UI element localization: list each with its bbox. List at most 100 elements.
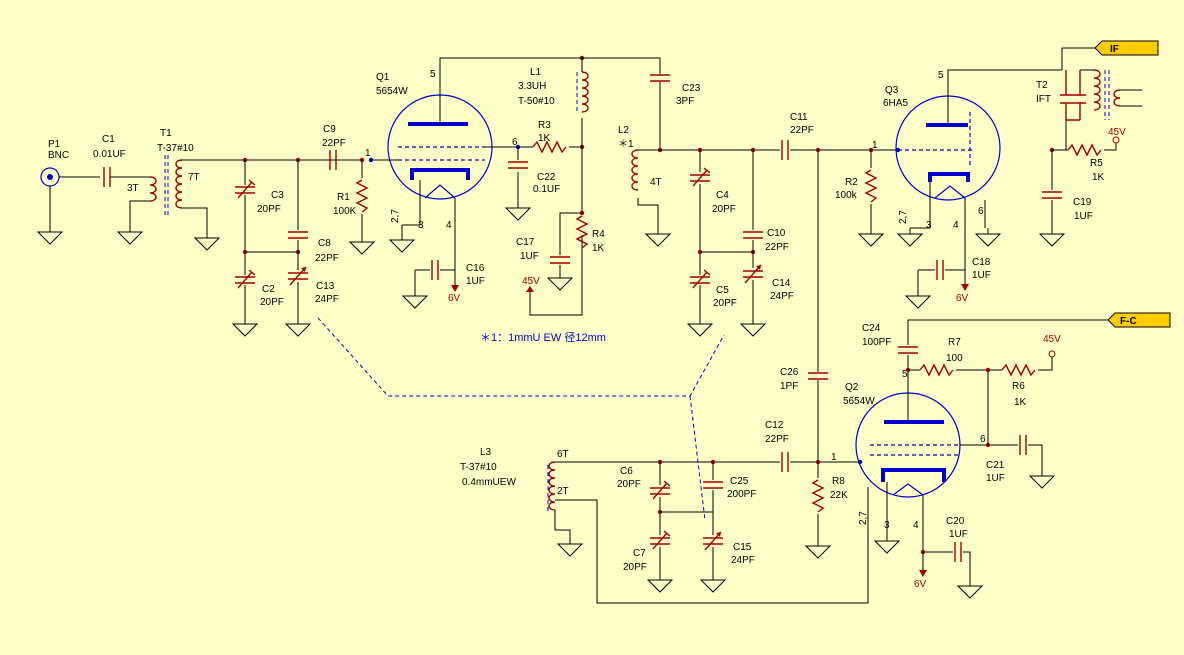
- svg-text:1K: 1K: [538, 133, 551, 144]
- svg-text:1: 1: [872, 140, 878, 151]
- svg-text:1PF: 1PF: [780, 381, 798, 392]
- svg-text:100k: 100k: [835, 190, 858, 201]
- svg-text:F-C: F-C: [1120, 316, 1137, 327]
- svg-text:C11: C11: [790, 112, 808, 123]
- p1-type: BNC: [48, 150, 69, 161]
- r1: R1 100K: [333, 157, 375, 255]
- svg-text:22PF: 22PF: [315, 253, 339, 264]
- svg-text:100K: 100K: [333, 206, 357, 217]
- r2: R2 100k: [835, 147, 884, 247]
- svg-text:Q3: Q3: [885, 85, 899, 96]
- svg-text:1UF: 1UF: [972, 270, 991, 281]
- svg-text:Q2: Q2: [845, 382, 859, 393]
- c24-r7-r6: 45V C24 100PF R7 100 R6 1K: [862, 319, 1108, 445]
- svg-text:2,7: 2,7: [898, 210, 909, 224]
- fc-tag: F-C: [1107, 312, 1171, 328]
- svg-text:200PF: 200PF: [727, 489, 756, 500]
- svg-text:1K: 1K: [592, 243, 605, 254]
- r8: R8 22K: [805, 462, 848, 559]
- svg-text:C7: C7: [633, 548, 646, 559]
- l2-tank: L2 ＊1 4T C4 20PF C5 20PF C10 22PF C14 24…: [618, 125, 898, 337]
- svg-text:C12: C12: [765, 420, 784, 431]
- svg-text:1K: 1K: [1014, 397, 1027, 408]
- svg-text:C21: C21: [986, 460, 1005, 471]
- svg-text:C20: C20: [946, 516, 965, 527]
- svg-text:R3: R3: [538, 120, 551, 131]
- svg-text:1: 1: [831, 452, 837, 463]
- svg-text:R1: R1: [337, 192, 350, 203]
- svg-text:0.1UF: 0.1UF: [533, 184, 560, 195]
- svg-text:22PF: 22PF: [765, 242, 789, 253]
- svg-text:4T: 4T: [650, 177, 662, 188]
- svg-text:C23: C23: [682, 83, 701, 94]
- r5-c19: 45V R5 1K C19 1UF: [1039, 127, 1126, 247]
- l1: 45V L1 3.3UH T-50#10 R4 1K C17 1UF: [516, 55, 605, 316]
- svg-text:R5: R5: [1090, 158, 1103, 169]
- svg-text:2,7: 2,7: [390, 209, 401, 223]
- svg-text:5654W: 5654W: [376, 86, 408, 97]
- input-tank: C3 20PF C2 20PF C8 22PF C13 24PF: [232, 157, 339, 337]
- c18: 6V C18 1UF: [905, 257, 991, 309]
- tube-q2: 5 1 6 2,7 3 4 Q2 5654W: [831, 369, 1018, 554]
- svg-text:C5: C5: [716, 285, 729, 296]
- svg-text:6: 6: [512, 137, 518, 148]
- if-tag: IF: [1094, 40, 1159, 56]
- svg-text:3T: 3T: [127, 183, 139, 194]
- c21: C21 1UF: [985, 434, 1055, 489]
- svg-text:T-37#10: T-37#10: [157, 143, 194, 154]
- svg-text:6T: 6T: [557, 449, 569, 460]
- svg-text:20PF: 20PF: [712, 204, 736, 215]
- svg-text:R4: R4: [592, 229, 605, 240]
- svg-text:L2: L2: [618, 125, 630, 136]
- svg-text:20PF: 20PF: [617, 479, 641, 490]
- svg-text:C1: C1: [102, 134, 115, 145]
- svg-text:C17: C17: [516, 237, 535, 248]
- svg-text:C25: C25: [730, 476, 749, 487]
- svg-text:3.3UH: 3.3UH: [518, 81, 546, 92]
- svg-text:22K: 22K: [830, 490, 848, 501]
- svg-text:6HA5: 6HA5: [883, 98, 908, 109]
- svg-text:22PF: 22PF: [765, 434, 789, 445]
- coil-note: ＊1：1mmU EW 径12mm: [480, 331, 606, 344]
- svg-text:24PF: 24PF: [770, 291, 794, 302]
- l3-transformer: L3 T-37#10 0.4mmUEW 6T 2T: [460, 447, 869, 604]
- svg-text:3PF: 3PF: [676, 96, 694, 107]
- svg-text:1: 1: [365, 148, 371, 159]
- bnc-connector-p1: P1 BNC: [37, 139, 100, 245]
- svg-text:＊1: ＊1: [618, 139, 634, 150]
- svg-text:22PF: 22PF: [322, 138, 346, 149]
- svg-text:20PF: 20PF: [623, 562, 647, 573]
- svg-text:1UF: 1UF: [986, 473, 1005, 484]
- svg-text:C26: C26: [780, 367, 799, 378]
- svg-text:C2: C2: [262, 284, 275, 295]
- svg-text:4: 4: [913, 520, 919, 531]
- svg-text:L3: L3: [480, 447, 492, 458]
- svg-text:5: 5: [430, 69, 436, 80]
- svg-text:C8: C8: [318, 238, 331, 249]
- svg-text:C14: C14: [772, 278, 791, 289]
- svg-text:5: 5: [902, 369, 908, 380]
- svg-text:T2: T2: [1036, 80, 1048, 91]
- svg-text:2T: 2T: [557, 486, 569, 497]
- svg-text:C24: C24: [862, 323, 881, 334]
- svg-text:20PF: 20PF: [713, 298, 737, 309]
- svg-text:24PF: 24PF: [731, 555, 755, 566]
- svg-text:100PF: 100PF: [862, 337, 891, 348]
- svg-text:20PF: 20PF: [257, 204, 281, 215]
- svg-text:C19: C19: [1073, 197, 1092, 208]
- svg-text:3: 3: [926, 220, 932, 231]
- svg-text:1UF: 1UF: [949, 529, 968, 540]
- svg-text:24PF: 24PF: [315, 294, 339, 305]
- svg-text:1K: 1K: [1092, 172, 1105, 183]
- c1: C1 0.01UF: [93, 134, 150, 188]
- svg-text:R2: R2: [845, 177, 858, 188]
- svg-text:2,7: 2,7: [858, 511, 869, 525]
- c23: C23 3PF: [580, 57, 701, 150]
- svg-text:6V: 6V: [914, 579, 927, 590]
- svg-text:5654W: 5654W: [843, 396, 875, 407]
- svg-text:C22: C22: [537, 172, 556, 183]
- svg-text:100: 100: [946, 353, 963, 364]
- svg-text:0.01UF: 0.01UF: [93, 149, 126, 160]
- svg-text:6: 6: [980, 434, 986, 445]
